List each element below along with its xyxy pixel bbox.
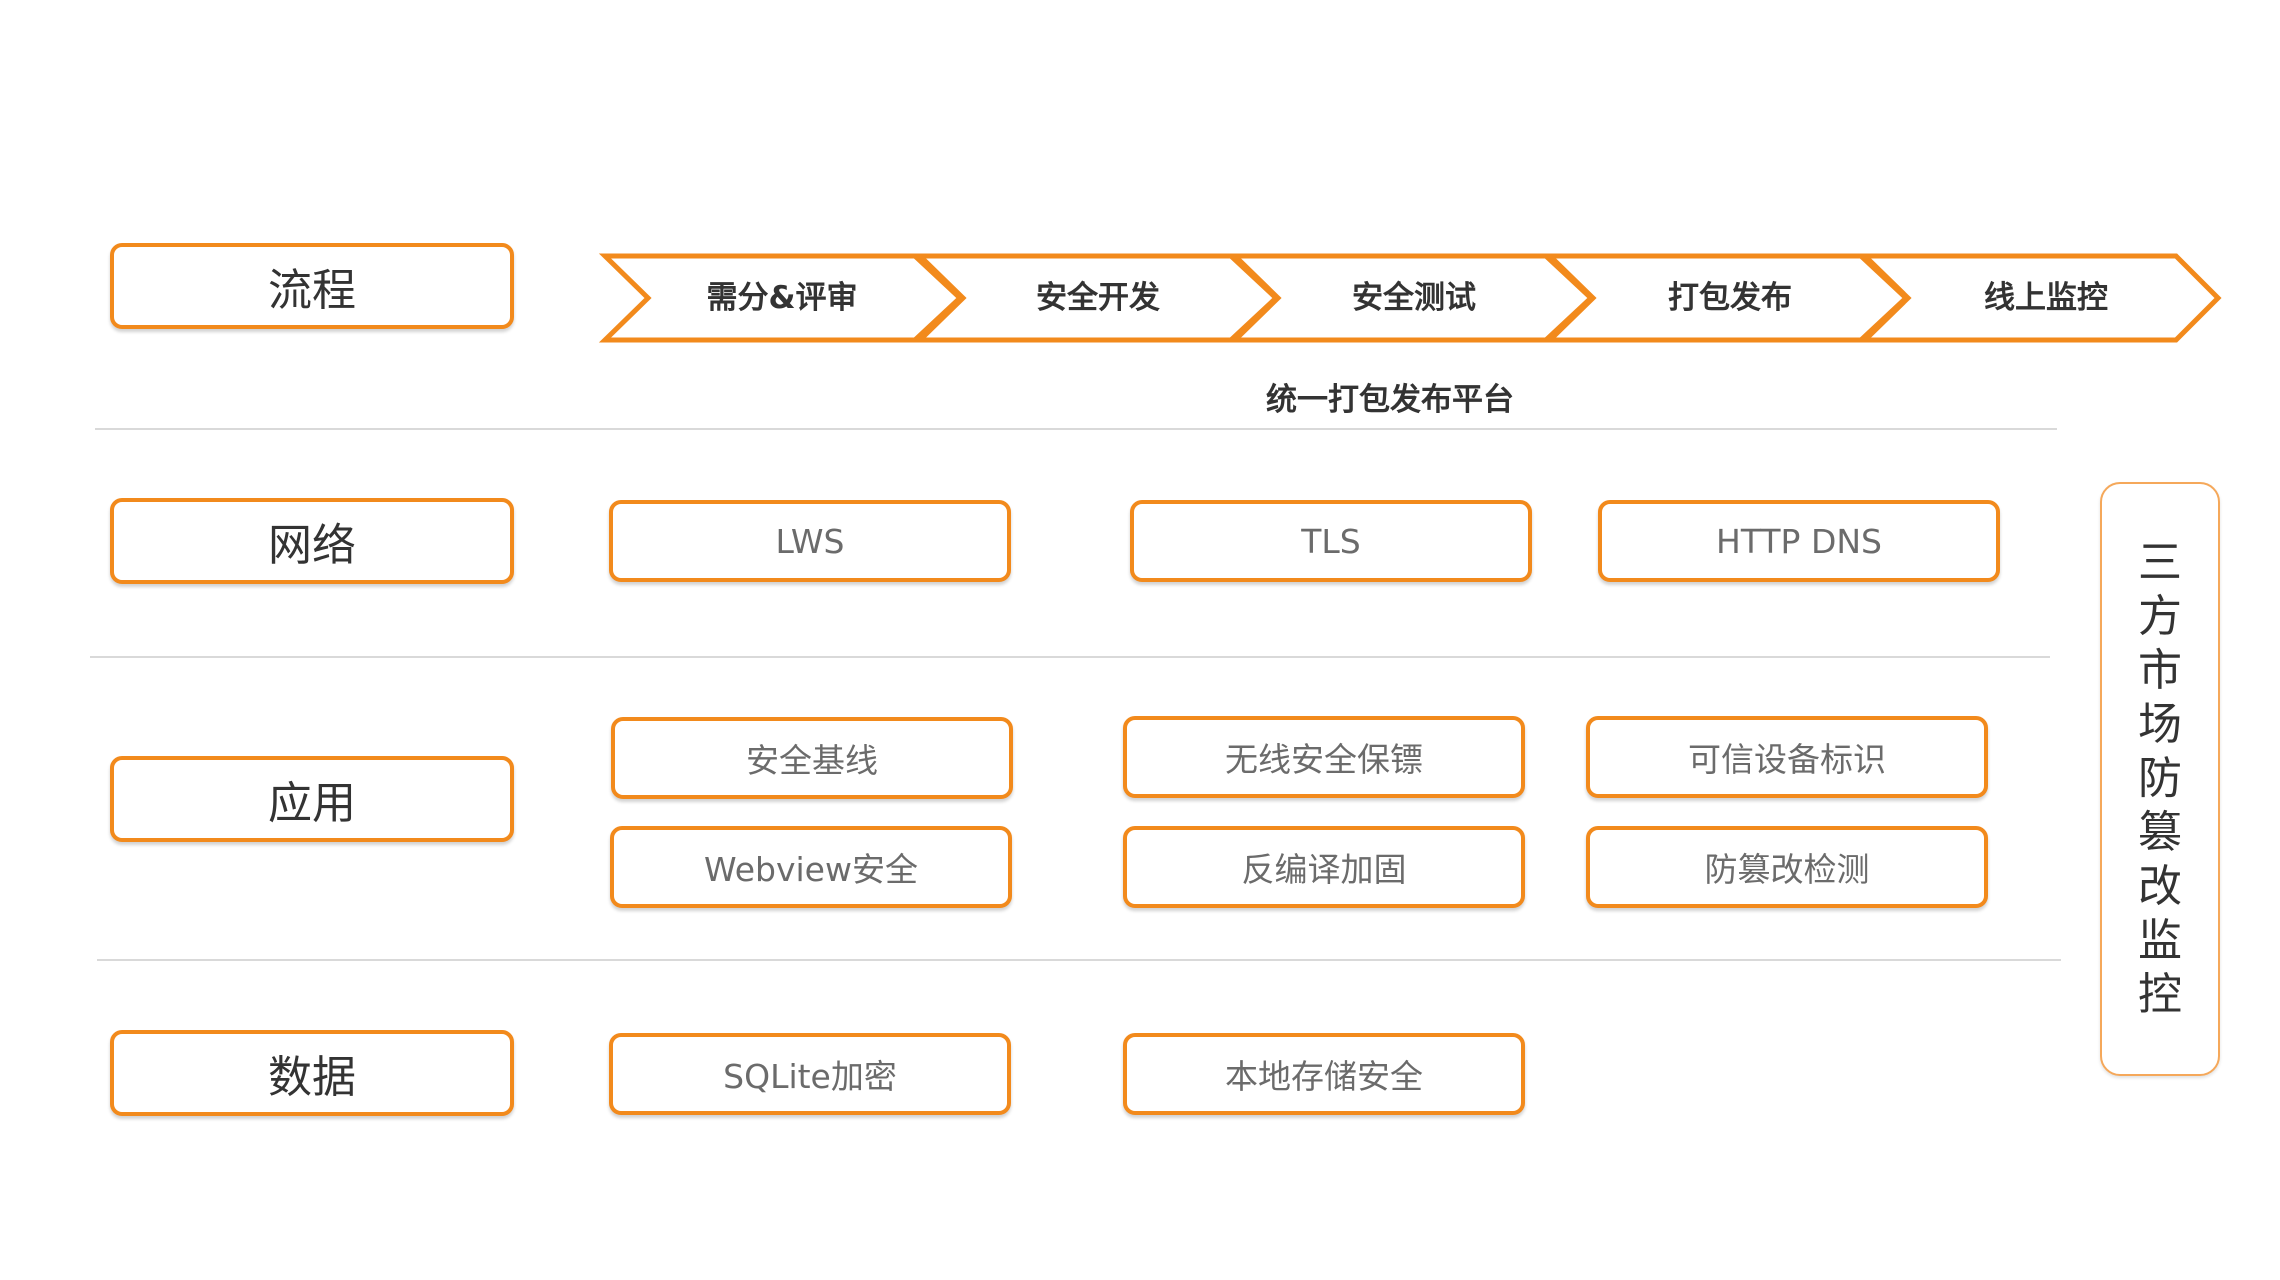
side-panel-char: 方 [2138, 591, 2182, 642]
side-panel-char: 控 [2138, 969, 2182, 1020]
divider-1 [95, 428, 2057, 430]
category-network: 网络 [110, 498, 514, 584]
app-item-wireless-guard: 无线安全保镖 [1123, 716, 1525, 798]
side-panel-char: 篡 [2138, 807, 2182, 858]
app-item-tamper-detection: 防篡改检测 [1586, 826, 1988, 908]
network-item-http-dns: HTTP DNS [1598, 500, 2000, 582]
divider-3 [97, 959, 2061, 961]
network-item-tls: TLS [1130, 500, 1532, 582]
process-step-2: 安全开发 [1036, 280, 1160, 316]
process-step-3: 安全测试 [1352, 280, 1476, 316]
app-item-security-baseline: 安全基线 [611, 717, 1013, 799]
app-item-anti-decompile: 反编译加固 [1123, 826, 1525, 908]
platform-label: 统一打包发布平台 [1266, 382, 1514, 418]
side-panel-char: 改 [2138, 861, 2182, 912]
divider-2 [90, 656, 2050, 658]
side-panel-char: 市 [2138, 645, 2182, 696]
data-item-local-storage-security: 本地存储安全 [1123, 1033, 1525, 1115]
side-panel-char: 场 [2138, 699, 2182, 750]
category-application: 应用 [110, 756, 514, 842]
side-panel-char: 监 [2138, 915, 2182, 966]
process-step-5: 线上监控 [1984, 280, 2108, 316]
side-panel-char: 三 [2138, 537, 2182, 588]
app-item-trusted-device-id: 可信设备标识 [1586, 716, 1988, 798]
network-item-lws: LWS [609, 500, 1011, 582]
app-item-webview-security: Webview安全 [610, 826, 1012, 908]
process-step-1: 需分&评审 [706, 280, 858, 316]
data-item-sqlite-encryption: SQLite加密 [609, 1033, 1011, 1115]
side-panel-third-party-tamper-monitoring: 三 方 市 场 防 篡 改 监 控 [2100, 482, 2220, 1076]
side-panel-char: 防 [2138, 753, 2182, 804]
process-step-4: 打包发布 [1668, 280, 1792, 316]
category-process: 流程 [110, 243, 514, 329]
category-data: 数据 [110, 1030, 514, 1116]
